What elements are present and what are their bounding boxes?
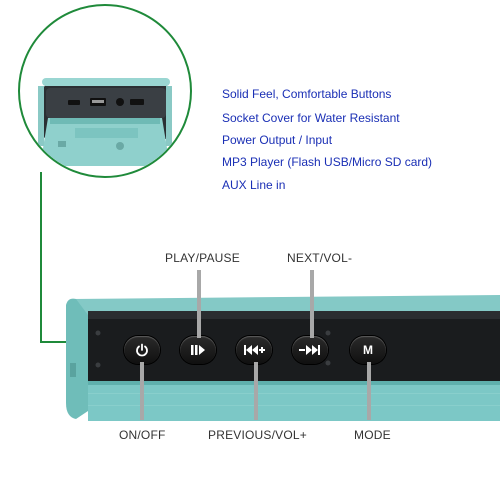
feature-item: Power Output / Input — [222, 133, 333, 147]
next-vol-label: NEXT/VOL- — [287, 251, 353, 265]
feature-item: Socket Cover for Water Resistant — [222, 111, 400, 125]
play-pause-icon — [191, 345, 205, 355]
socket-detail-illustration — [38, 78, 172, 166]
next-vol-callout-line — [310, 270, 314, 338]
power-icon — [136, 343, 148, 357]
previous-vol-up-icon — [244, 345, 265, 355]
on-off-callout-line — [140, 362, 144, 420]
inset-connector-line-horizontal — [40, 341, 70, 343]
next-vol-down-button[interactable] — [292, 336, 328, 364]
mode-label: MODE — [354, 428, 391, 442]
speaker-illustration — [66, 295, 500, 421]
feature-item: Solid Feel, Comfortable Buttons — [222, 87, 392, 101]
speaker-body — [66, 293, 500, 421]
mode-button[interactable]: M — [350, 336, 386, 364]
feature-item: MP3 Player (Flash USB/Micro SD card) — [222, 155, 433, 169]
previous-vol-up-button[interactable] — [236, 336, 272, 364]
mode-callout-line — [367, 362, 371, 420]
previous-vol-callout-line — [254, 362, 258, 420]
play-pause-label: PLAY/PAUSE — [165, 251, 240, 265]
power-button[interactable] — [124, 336, 160, 364]
previous-vol-label: PREVIOUS/VOL+ — [208, 428, 307, 442]
feature-item: AUX Line in — [222, 178, 286, 192]
next-vol-down-icon — [299, 345, 320, 355]
on-off-label: ON/OFF — [119, 428, 166, 442]
socket-detail-inset — [18, 4, 192, 178]
play-pause-callout-line — [197, 270, 201, 338]
play-pause-button[interactable] — [180, 336, 216, 364]
mode-button-glyph: M — [363, 343, 373, 357]
inset-connector-line — [40, 172, 42, 342]
